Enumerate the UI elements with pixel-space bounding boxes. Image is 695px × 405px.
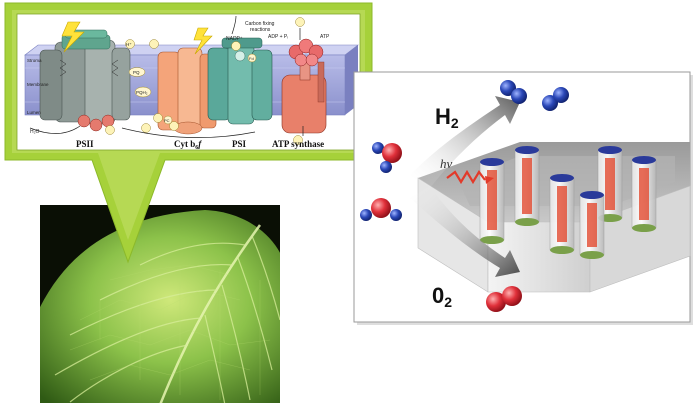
svg-text:H2: H2 — [435, 104, 459, 131]
psi-label: PSI — [232, 139, 247, 149]
atp-small-label: ATP — [320, 34, 330, 40]
membrane-label: Membrane — [27, 82, 49, 87]
thylakoid-diagram: Carbon fixing reactions NADP⁺ ADP + Pᵢ A… — [24, 15, 359, 151]
o2-arrow — [410, 186, 520, 277]
atp-synthase-label: ATP synthase — [272, 139, 324, 149]
h-plus-label: H⁺ — [126, 42, 132, 47]
lightning-icon — [61, 21, 213, 55]
pc-label: PC — [164, 118, 170, 123]
nanotube-array — [479, 146, 657, 259]
h2-subscript: 2 — [451, 115, 459, 131]
cyt-suffix: f — [198, 139, 202, 149]
psii-complex — [39, 29, 131, 132]
h2-arrow — [410, 96, 520, 188]
atp-synthase-complex — [281, 38, 327, 134]
water-molecule-icon — [360, 198, 402, 221]
light-photon-icon — [446, 169, 494, 185]
pq-label: PQ — [133, 70, 140, 75]
cyt-label: Cyt b — [174, 139, 195, 149]
adp-label: ADP + Pᵢ — [268, 34, 288, 40]
hv-label: hv — [440, 156, 453, 171]
o2-label: 0 — [432, 283, 444, 308]
cyt-subscript: 6 — [195, 145, 198, 151]
svg-text:Cyt b6f: Cyt b6f — [174, 139, 202, 151]
reactions-label: reactions — [250, 27, 271, 33]
h2-label: H — [435, 104, 451, 129]
hydrogen-molecule-icon — [500, 80, 527, 104]
carbon-fixing-label: Carbon fixing — [245, 21, 275, 27]
o2-subscript: 2 — [444, 294, 452, 310]
svg-text:02: 02 — [432, 283, 452, 310]
nadp-label: NADP⁺ — [226, 36, 243, 42]
psii-label: PSII — [76, 139, 94, 149]
oxygen-molecule-icon — [486, 286, 522, 312]
water-molecule-icon — [372, 142, 402, 173]
hydrogen-molecule-icon — [542, 87, 569, 111]
fd-label: Fd — [249, 56, 254, 61]
h2o-label: H₂O — [30, 129, 40, 135]
lumen-label: Lumen — [27, 110, 41, 115]
stroma-label: Stroma — [27, 58, 42, 63]
leaf-photo — [40, 205, 280, 403]
device-panel: hv H2 02 — [353, 71, 693, 325]
pqh2-label: PQH₂ — [136, 90, 148, 95]
psi-complex — [207, 37, 273, 125]
